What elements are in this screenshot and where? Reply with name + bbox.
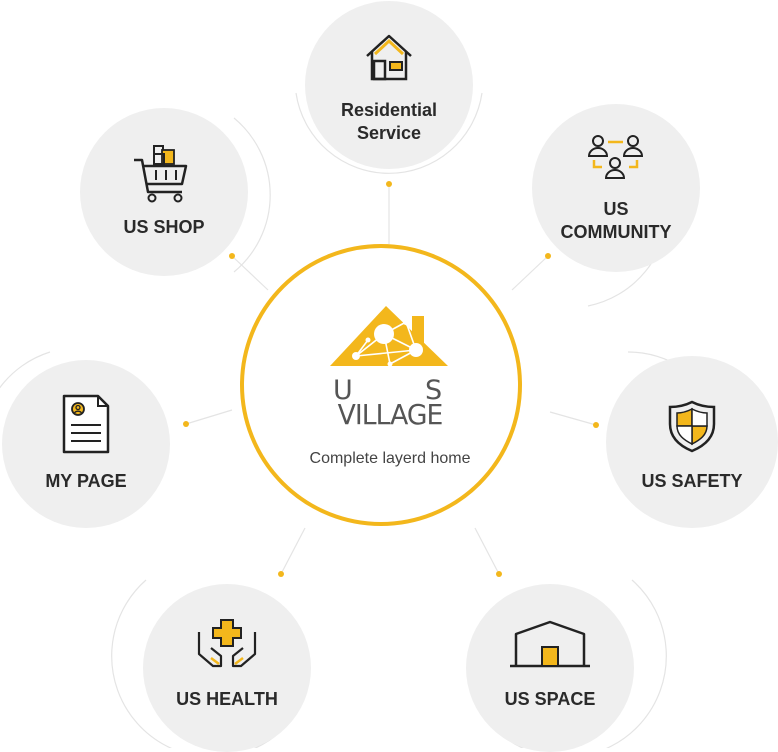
people-network-icon	[587, 135, 644, 179]
hub-tagline: Complete layerd home	[309, 450, 471, 467]
my-page-node[interactable]: MY PAGE	[2, 360, 170, 528]
profile-document-icon	[62, 394, 110, 454]
shield-icon	[668, 400, 716, 453]
house-icon	[366, 34, 412, 81]
us-community-label: US COMMUNITY	[560, 199, 672, 242]
logo-letter-s: S	[425, 375, 443, 406]
my-page-label: MY PAGE	[45, 471, 127, 491]
hands-cross-icon	[197, 619, 257, 668]
us-health-node[interactable]: US HEALTH	[143, 584, 311, 752]
us-space-node[interactable]: US SPACE	[466, 584, 634, 752]
us-shop-label: US SHOP	[123, 217, 205, 237]
logo-village-text: VILLAGE	[337, 398, 444, 431]
us-space-label: US SPACE	[504, 689, 596, 709]
warehouse-icon	[510, 620, 590, 668]
us-safety-node[interactable]: US SAFETY	[606, 356, 778, 528]
us-safety-label: US SAFETY	[641, 471, 743, 491]
residential-service-label: Residential Service	[340, 100, 438, 143]
us-shop-node[interactable]: US SHOP	[80, 108, 248, 276]
house-network-logo-icon	[330, 306, 448, 367]
logo-letter-u: U	[333, 375, 353, 406]
us-health-label: US HEALTH	[176, 689, 278, 709]
shopping-cart-icon	[134, 145, 188, 203]
us-community-node[interactable]: US COMMUNITY	[532, 104, 700, 272]
residential-service-node[interactable]: Residential Service	[305, 1, 473, 169]
us-village-hub	[240, 244, 522, 526]
